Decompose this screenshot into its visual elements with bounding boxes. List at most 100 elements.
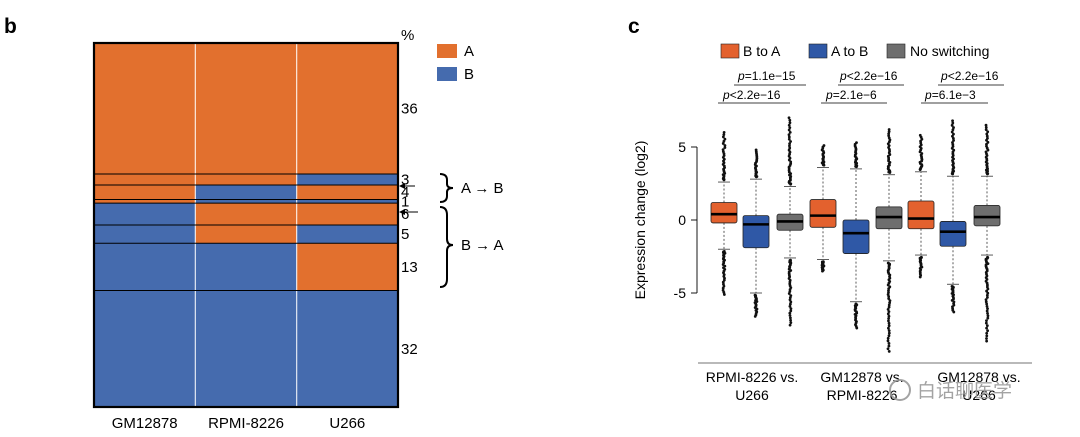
- pvalue-6: p=6.1e−3: [924, 88, 976, 102]
- outlier-point: [985, 304, 989, 308]
- panel-b-label: b: [4, 15, 17, 38]
- box-body: [939, 221, 967, 247]
- pvalue-2: p<2.2e−16: [722, 88, 781, 102]
- outlier-point: [984, 300, 988, 304]
- outlier-point: [721, 286, 725, 290]
- segment-label: 3: [401, 172, 409, 189]
- watermark: 白话聊医学: [889, 379, 1012, 402]
- outlier-point: [787, 148, 791, 152]
- outlier-point: [887, 134, 891, 138]
- group-annotations: A → B B → A: [399, 173, 504, 288]
- outlier-point: [721, 142, 725, 145]
- panel-c-label: c: [628, 15, 640, 38]
- pvalue-3: p<2.2e−16: [839, 69, 898, 83]
- segment-cell: [296, 243, 399, 292]
- outlier-point: [918, 133, 922, 137]
- box-no-switching: [875, 128, 903, 353]
- outlier-point: [986, 296, 989, 299]
- outlier-point: [855, 326, 859, 330]
- box-a-to-b: [939, 119, 967, 314]
- segment-cell: [195, 199, 298, 204]
- outlier-point: [985, 324, 989, 328]
- segment-label: 13: [401, 259, 418, 276]
- comparison-3-line-1: GM12878 vs.: [937, 369, 1020, 385]
- outlier-point: [984, 125, 988, 129]
- sample-label: U266: [329, 415, 365, 432]
- outlier-point: [886, 339, 890, 343]
- y-axis: -505: [674, 139, 698, 301]
- outlier-point: [789, 307, 793, 310]
- outlier-point: [986, 262, 990, 266]
- outlier-point: [886, 307, 890, 311]
- legend-a-to-b-label: A to B: [831, 43, 868, 59]
- outlier-point: [984, 298, 988, 302]
- box-a-to-b: [742, 148, 770, 318]
- outlier-point: [789, 309, 793, 313]
- segment-cell: [94, 203, 196, 226]
- outlier-point: [887, 350, 891, 353]
- panel-c-legend: B to A A to B No switching: [720, 43, 989, 59]
- outlier-point: [887, 303, 891, 307]
- box-no-switching: [776, 116, 804, 327]
- outlier-point: [887, 324, 891, 328]
- box-a-to-b: [842, 141, 870, 330]
- outlier-point: [788, 126, 792, 130]
- outlier-point: [887, 289, 890, 292]
- outlier-point: [721, 135, 725, 139]
- segment-label: 36: [401, 101, 418, 118]
- box-no-switching: [973, 123, 1001, 343]
- outlier-point: [950, 123, 954, 127]
- outlier-point: [985, 134, 989, 138]
- outlier-point: [789, 316, 792, 320]
- outlier-point: [754, 148, 758, 152]
- outlier-point: [887, 310, 891, 314]
- outlier-point: [986, 136, 989, 140]
- percent-header: %: [401, 27, 414, 44]
- outlier-point: [788, 304, 792, 308]
- outlier-point: [986, 130, 990, 134]
- wechat-icon: [889, 379, 911, 401]
- legend-no-switching-swatch: [886, 43, 906, 59]
- outlier-point: [789, 321, 793, 325]
- segment-cell: [195, 243, 298, 292]
- segment-label: 5: [401, 226, 409, 243]
- segment-cell: [195, 43, 298, 175]
- outlier-point: [788, 314, 792, 317]
- outlier-point: [888, 301, 892, 305]
- outlier-point: [985, 293, 989, 297]
- outlier-point: [787, 116, 791, 120]
- outlier-point: [951, 136, 955, 140]
- outlier-point: [887, 344, 891, 348]
- outlier-point: [985, 132, 989, 136]
- watermark-text: 白话聊医学: [917, 380, 1012, 402]
- outlier-point: [984, 150, 988, 154]
- legend-a-swatch: [437, 44, 457, 58]
- outlier-point: [722, 139, 726, 143]
- outlier-point: [888, 299, 892, 303]
- outlier-point: [951, 119, 954, 123]
- comparison-labels: RPMI-8226 vs. U266 GM12878 vs. RPMI-8226…: [706, 369, 1021, 403]
- outlier-point: [952, 132, 955, 136]
- outlier-point: [887, 319, 890, 323]
- outlier-point: [951, 128, 955, 132]
- comparison-3-line-2: U266: [962, 387, 996, 403]
- outlier-point: [723, 137, 727, 141]
- segment-cell: [195, 225, 298, 244]
- outlier-point: [985, 302, 989, 306]
- segment-cell: [195, 174, 298, 186]
- outlier-point: [788, 121, 792, 125]
- pvalue-4: p<2.2e−16: [940, 69, 999, 83]
- panel-b-legend: A B: [437, 43, 474, 83]
- outlier-point: [722, 290, 726, 294]
- segment-cell: [296, 43, 399, 175]
- outlier-point: [722, 133, 726, 137]
- legend-a-label: A: [464, 43, 474, 60]
- sample-label: RPMI-8226: [208, 415, 284, 432]
- outlier-point: [788, 118, 792, 122]
- box-body: [907, 200, 935, 230]
- outlier-point: [787, 135, 791, 139]
- pvalue-1: p=1.1e−15: [737, 69, 796, 83]
- segment-cell: [195, 203, 298, 226]
